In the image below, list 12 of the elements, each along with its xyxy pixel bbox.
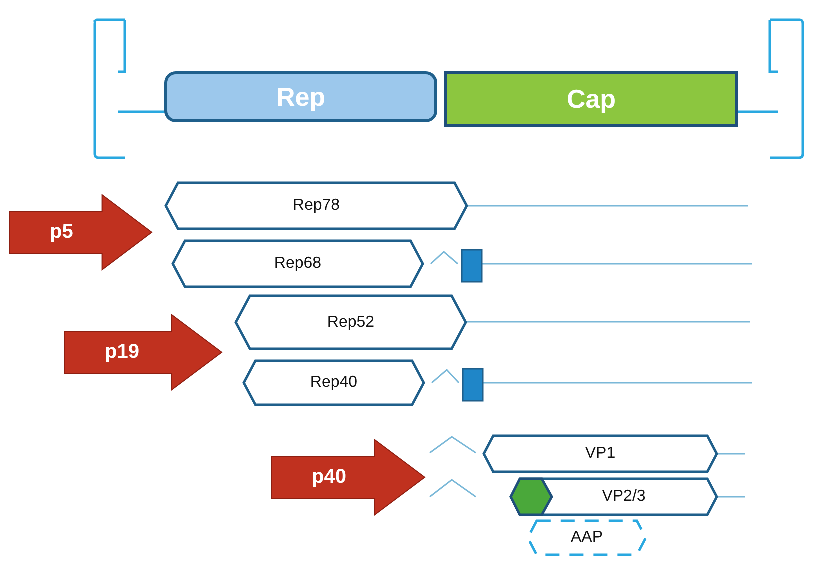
transcript-box: Rep40 — [243, 360, 425, 406]
promoter-arrow: p19 — [65, 315, 222, 390]
gene-bar: Rep — [165, 72, 437, 122]
transcript-box: Rep68 — [172, 240, 424, 288]
transcript-box: VP2/3 — [510, 478, 718, 516]
transcript-box: Rep78 — [165, 182, 468, 230]
transcript-box: Rep52 — [235, 295, 467, 350]
transcript-box: AAP — [527, 520, 647, 556]
promoter-arrow: p40 — [272, 440, 425, 515]
gene-bar: Cap — [445, 72, 738, 127]
transcript-box: VP1 — [483, 435, 718, 473]
promoter-arrow: p5 — [10, 195, 152, 270]
